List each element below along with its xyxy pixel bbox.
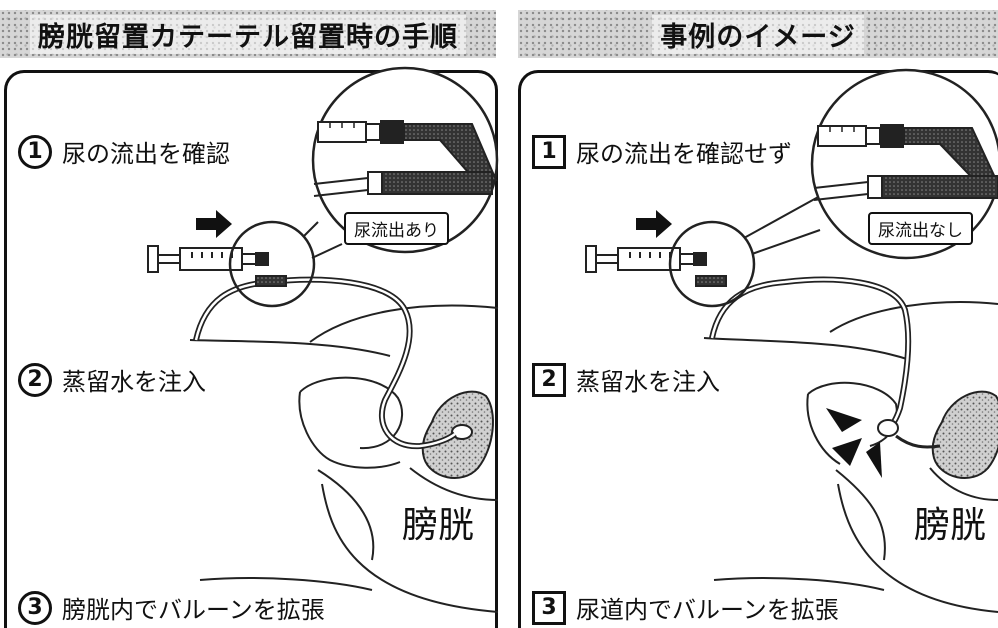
left-panel <box>4 70 498 628</box>
left-step-3-number: 3 <box>18 590 52 625</box>
right-step-2-number: 2 <box>532 362 566 397</box>
right-syringe <box>585 245 727 287</box>
left-step-1-number: 1 <box>18 134 52 169</box>
right-header-title: 事例のイメージ <box>652 14 864 54</box>
right-callout-label: 尿流出なし <box>868 212 973 245</box>
left-push-arrow <box>196 210 232 238</box>
left-balloon <box>451 424 473 440</box>
right-bladder-shape <box>931 390 998 479</box>
left-step-2-number: 2 <box>18 362 52 397</box>
right-bladder-label: 膀胱 <box>914 505 987 546</box>
right-step-1-number: 1 <box>532 134 566 169</box>
right-step-2: 2 蒸留水を注入 <box>532 362 720 397</box>
left-header-banner: 膀胱留置カテーテル留置時の手順 <box>0 10 496 58</box>
right-pain-arrows <box>826 408 882 478</box>
right-step-3-number: 3 <box>532 590 566 625</box>
right-step-3: 3 尿道内でバルーンを拡張 <box>532 590 839 625</box>
right-balloon <box>877 419 899 437</box>
right-step-2-text: 蒸留水を注入 <box>576 368 720 396</box>
right-header-banner: 事例のイメージ <box>518 10 998 58</box>
right-panel <box>518 70 998 628</box>
right-magnifier-small <box>668 220 756 308</box>
left-syringe <box>147 245 287 287</box>
left-step-2: 2 蒸留水を注入 <box>18 362 206 397</box>
right-magnifier-large <box>810 68 998 260</box>
left-step-3-text: 膀胱内でバルーンを拡張 <box>62 596 325 624</box>
right-push-arrow <box>636 210 672 238</box>
right-body-outline <box>703 301 998 613</box>
left-step-2-text: 蒸留水を注入 <box>62 368 206 396</box>
right-step-3-text: 尿道内でバルーンを拡張 <box>576 596 839 624</box>
left-body-outline <box>189 304 499 613</box>
left-step-3: 3 膀胱内でバルーンを拡張 <box>18 590 325 625</box>
left-step-1: 1 尿の流出を確認 <box>18 134 230 169</box>
left-magnifier-large <box>311 66 499 254</box>
left-catheter <box>193 276 457 450</box>
right-step-1: 1 尿の流出を確認せず <box>532 134 792 169</box>
right-step-1-text: 尿の流出を確認せず <box>576 140 792 168</box>
left-header-title: 膀胱留置カテーテル留置時の手順 <box>30 14 466 54</box>
right-catheter <box>709 276 941 449</box>
left-step-1-text: 尿の流出を確認 <box>62 140 230 168</box>
left-callout-label: 尿流出あり <box>344 212 449 245</box>
left-bladder-label: 膀胱 <box>402 505 475 546</box>
left-magnifier-small <box>228 220 316 308</box>
